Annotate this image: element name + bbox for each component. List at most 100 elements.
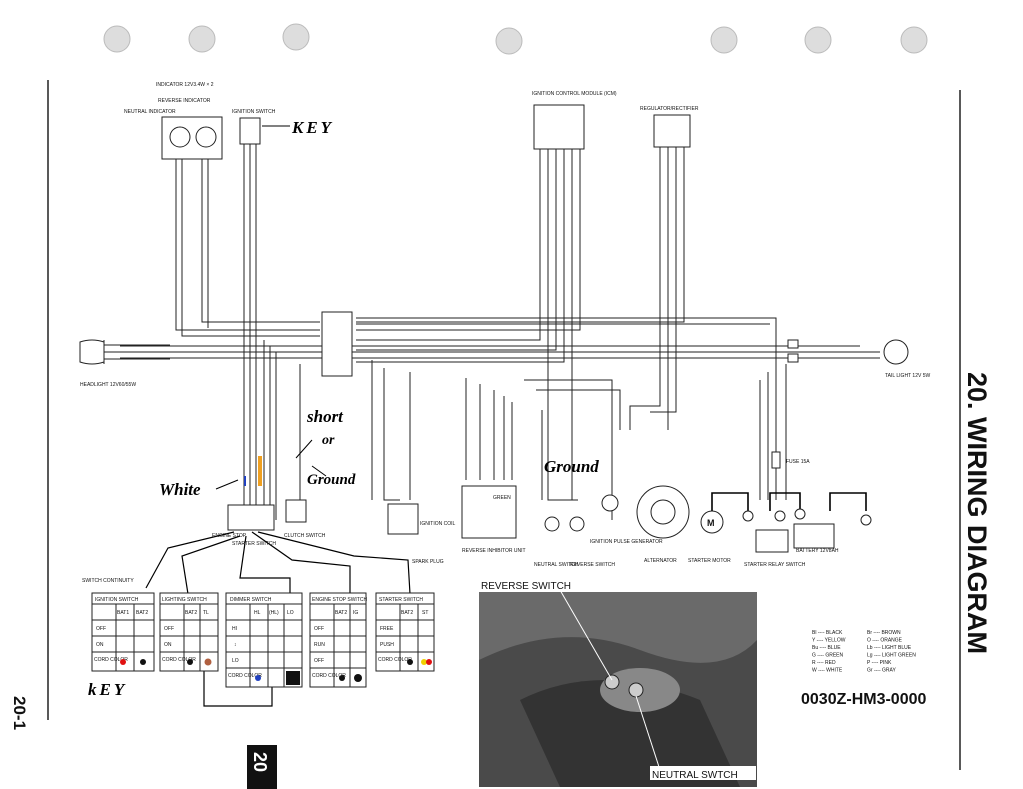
green-wire-label: GREEN (493, 495, 511, 501)
svg-text:TL: TL (203, 610, 209, 616)
svg-text:BAT1: BAT1 (117, 610, 129, 616)
neutral-switch-symbol (544, 516, 560, 532)
reverse-switch-small-label: REVERSE SWITCH (570, 562, 615, 568)
svg-text:STARTER SWITCH: STARTER SWITCH (379, 597, 423, 603)
reverse-indicator-label: REVERSE INDICATOR (158, 98, 211, 104)
svg-text:BAT2: BAT2 (335, 610, 347, 616)
svg-text:BAT2: BAT2 (401, 610, 413, 616)
svg-text:BAT2: BAT2 (136, 610, 148, 616)
svg-text:RUN: RUN (314, 642, 325, 648)
svg-text:ON: ON (96, 642, 104, 648)
legend-entry: W ---- WHITE (812, 668, 843, 674)
headlight (79, 339, 105, 365)
annotation-ground-right: Ground (544, 457, 599, 476)
svg-text:PUSH: PUSH (380, 642, 394, 648)
annotation-white: White (159, 480, 201, 499)
svg-text:OFF: OFF (164, 626, 174, 632)
chapter-tab-number: 20 (250, 752, 270, 772)
svg-text:ST: ST (422, 610, 428, 616)
battery-label: BATTERY 12V8AH (796, 548, 839, 554)
annotation-key-top: KEY (291, 118, 334, 137)
legend-entry: Gr ---- GRAY (867, 668, 896, 674)
reverse-inhibitor-box (461, 485, 517, 539)
svg-text:FREE: FREE (380, 626, 394, 632)
pulse-generator-label: IGNITION PULSE GENERATOR (590, 539, 663, 545)
legend-entry: Y ---- YELLOW (812, 638, 846, 644)
legend-entry: Lb ---- LIGHT BLUE (867, 645, 912, 651)
headlight-label: HEADLIGHT 12V60/55W (80, 382, 136, 388)
chapter-tab (247, 745, 277, 789)
switch-housing (227, 504, 275, 531)
svg-text:CORD COLOR: CORD COLOR (378, 657, 412, 663)
svg-text:ENGINE STOP SWITCH: ENGINE STOP SWITCH (312, 597, 367, 603)
svg-text:M: M (707, 518, 715, 528)
page-title: 20. WIRING DIAGRAM (962, 372, 992, 654)
reverse-switch-symbol (569, 516, 585, 532)
ignition-continuity-table: IGNITION SWITCH BAT1 BAT2 OFF ON CORD CO… (91, 592, 155, 672)
svg-text:HL: HL (254, 610, 261, 616)
svg-text:IGNITION SWITCH: IGNITION SWITCH (95, 597, 139, 603)
continuity-leader-lines (145, 531, 411, 707)
continuity-title: SWITCH CONTINUITY (82, 578, 134, 584)
tail-light (787, 339, 909, 365)
svg-text:IG: IG (353, 610, 358, 616)
svg-text:CORD COLOR: CORD COLOR (228, 673, 262, 679)
wire-harness (104, 144, 880, 520)
svg-text:↕: ↕ (234, 642, 237, 648)
lighting-continuity-table: LIGHTING SWITCH BAT2 TL OFF ON CORD COLO… (159, 592, 219, 672)
photo-reverse-switch-label: REVERSE SWITCH (481, 581, 571, 592)
alternator-label: ALTERNATOR (644, 558, 677, 564)
ignition-coil-label: IGNITION COIL (420, 521, 456, 527)
svg-text:OFF: OFF (96, 626, 106, 632)
starter-relay-label: STARTER RELAY SWITCH (744, 562, 806, 568)
dimmer-continuity-table: DIMMER SWITCH HL (HL) LO HI ↕ LO CORD CO… (225, 592, 303, 688)
legend-entry: Br ---- BROWN (867, 630, 901, 636)
svg-text:(HL): (HL) (269, 610, 279, 616)
regulator-box (653, 114, 691, 148)
fuse-label: FUSE 15A (786, 459, 810, 465)
ignition-switch-box (239, 117, 261, 145)
icm-label: IGNITION CONTROL MODULE (ICM) (532, 91, 617, 97)
ignition-coil-box (387, 503, 419, 535)
starter-relay-box (755, 529, 789, 553)
svg-text:OFF: OFF (314, 626, 324, 632)
svg-text:BAT2: BAT2 (185, 610, 197, 616)
svg-text:CORD COLOR: CORD COLOR (312, 673, 346, 679)
indicator-lamps (161, 116, 223, 160)
svg-text:CORD COLOR: CORD COLOR (94, 657, 128, 663)
neutral-switch-label: NEUTRAL SWITCH (534, 562, 579, 568)
highlight-blue-wire (244, 476, 246, 486)
legend-entry: R ---- RED (812, 660, 836, 666)
svg-text:LO: LO (287, 610, 294, 616)
icm-box (533, 104, 585, 150)
photo-neutral-switch-label: NEUTRAL SWTCH (652, 770, 738, 781)
switch-location-photo (479, 578, 757, 787)
spark-plug-label: SPARK PLUG (412, 559, 444, 565)
legend-entry: G ---- GREEN (812, 653, 843, 659)
ignition-switch-label: IGNITION SWITCH (232, 109, 276, 115)
annotation-ground-left: Ground (307, 472, 356, 488)
legend-entry: Lg ---- LIGHT GREEN (867, 653, 916, 659)
clutch-switch-box (285, 499, 307, 523)
legend-entry: O ---- ORANGE (867, 638, 903, 644)
center-connector (321, 311, 353, 377)
indicator-spec-label: INDICATOR 12V3.4W × 2 (156, 82, 214, 88)
svg-text:LIGHTING SWITCH: LIGHTING SWITCH (162, 597, 207, 603)
clutch-switch-label: CLUTCH SWITCH (284, 533, 326, 539)
page-number: 20-1 (10, 696, 29, 730)
legend-entry: P ---- PINK (867, 660, 892, 666)
svg-text:DIMMER SWITCH: DIMMER SWITCH (230, 597, 272, 603)
reverse-inhibitor-label: REVERSE INHIBITOR UNIT (462, 548, 526, 554)
regulator-label: REGULATOR/RECTIFIER (640, 106, 699, 112)
engine-stop-label: ENGINE STOP (212, 533, 247, 539)
annotation-short: short (306, 407, 344, 426)
starter-switch-label: STARTER SWITCH (232, 541, 276, 547)
fuse-box (771, 451, 781, 469)
starter-motor-label: STARTER MOTOR (688, 558, 731, 564)
svg-text:OFF: OFF (314, 658, 324, 664)
starter-continuity-table: STARTER SWITCH BAT2 ST FREE PUSH CORD CO… (375, 592, 435, 672)
battery-cables (711, 492, 867, 511)
svg-text:LO: LO (232, 658, 239, 664)
